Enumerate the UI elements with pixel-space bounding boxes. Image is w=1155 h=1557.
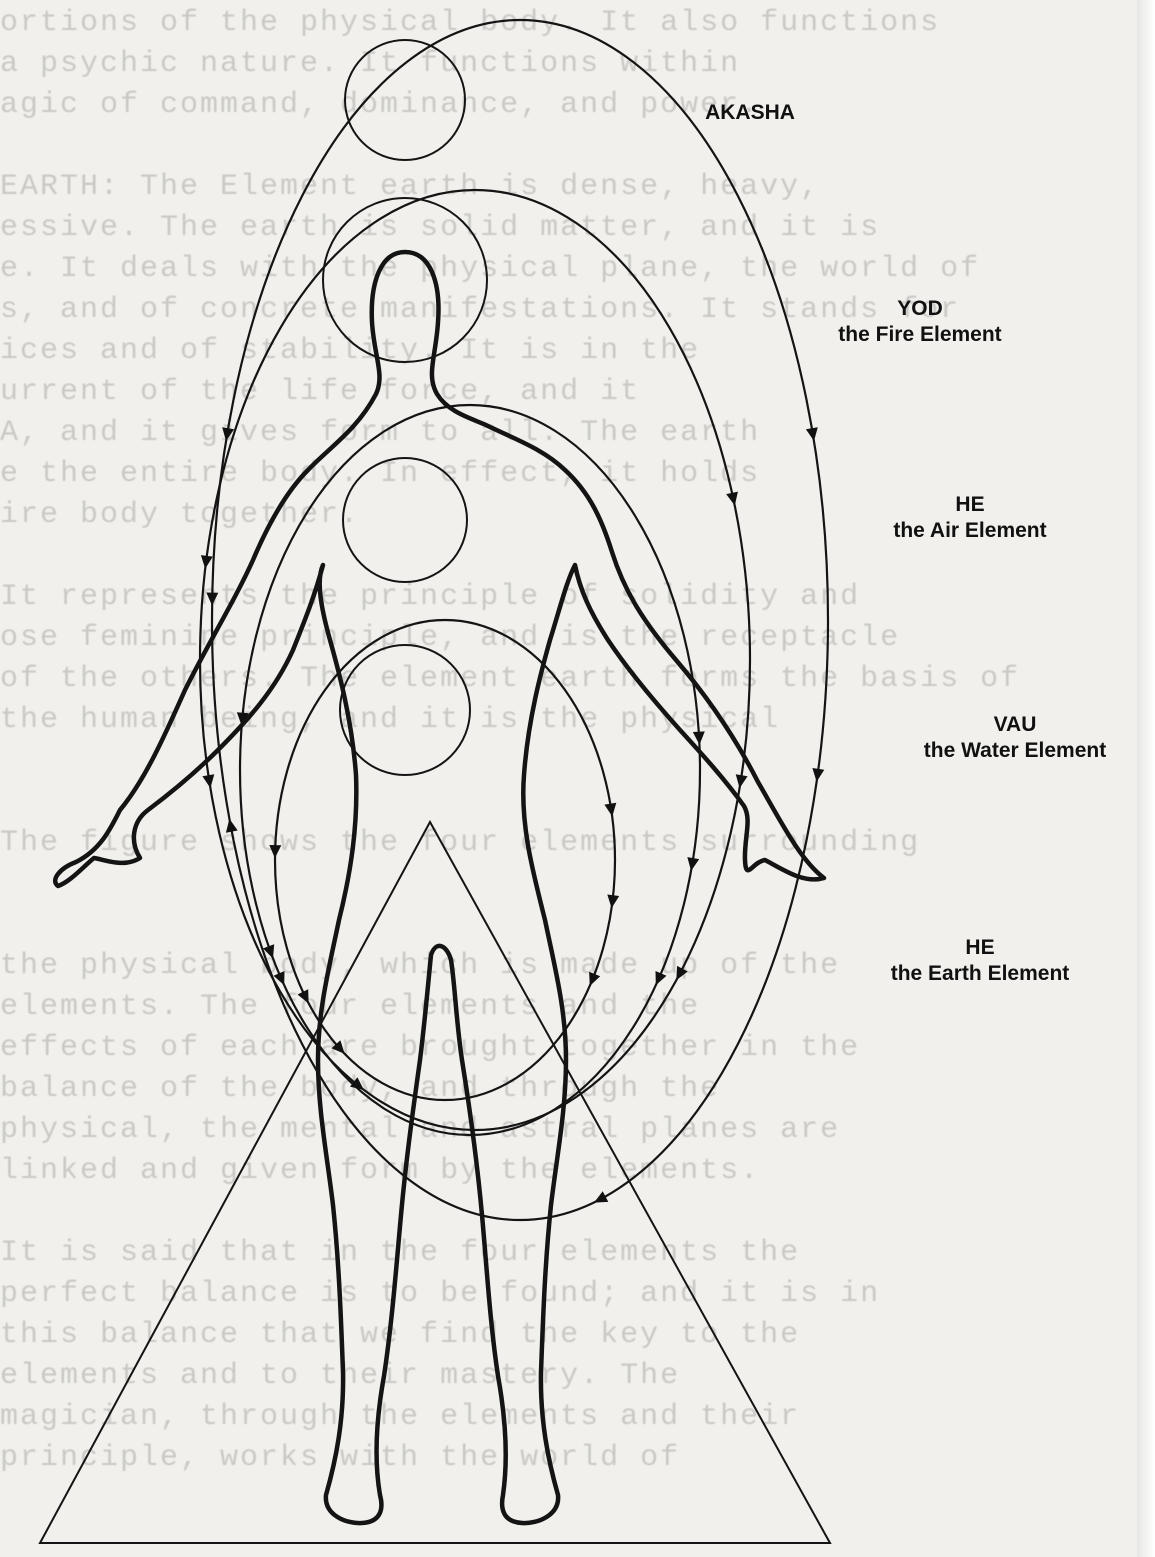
flow-arrowhead: [687, 857, 699, 871]
flow-arrowhead: [269, 845, 281, 858]
fire-circle: [323, 198, 487, 362]
label-he-earth-subtitle: the Earth Element: [855, 961, 1105, 987]
triangle: [40, 822, 830, 1543]
label-akasha-title: AKASHA: [690, 100, 810, 126]
flow-arrowhead: [607, 895, 619, 909]
air-orbit: [240, 405, 700, 1135]
label-he-earth-title: HE: [855, 935, 1105, 961]
flow-arrowhead: [202, 774, 214, 788]
label-yod: YOD the Fire Element: [805, 296, 1035, 347]
flow-arrowhead: [226, 819, 238, 833]
flow-arrowhead: [736, 774, 748, 788]
akasha-circle: [345, 40, 465, 160]
air-circle: [343, 458, 467, 582]
flow-arrowhead: [693, 731, 705, 744]
water-circle: [340, 645, 470, 775]
label-akasha: AKASHA: [690, 100, 810, 126]
label-he-air-title: HE: [855, 492, 1085, 518]
label-vau: VAU the Water Element: [885, 712, 1145, 763]
fire-orbit: [200, 190, 750, 1130]
flow-arrowhead: [604, 803, 616, 817]
body-outline: [55, 252, 824, 1523]
label-he-air: HE the Air Element: [855, 492, 1085, 543]
label-vau-title: VAU: [885, 712, 1145, 738]
flow-arrowhead: [806, 427, 818, 441]
label-yod-subtitle: the Fire Element: [805, 322, 1035, 348]
flow-arrowhead: [812, 768, 824, 782]
flow-arrowhead: [206, 593, 218, 606]
label-he-earth: HE the Earth Element: [855, 935, 1105, 986]
flow-arrowhead: [726, 492, 738, 506]
label-he-air-subtitle: the Air Element: [855, 518, 1085, 544]
label-yod-title: YOD: [805, 296, 1035, 322]
label-vau-subtitle: the Water Element: [885, 738, 1145, 764]
flow-arrowhead: [201, 555, 213, 569]
